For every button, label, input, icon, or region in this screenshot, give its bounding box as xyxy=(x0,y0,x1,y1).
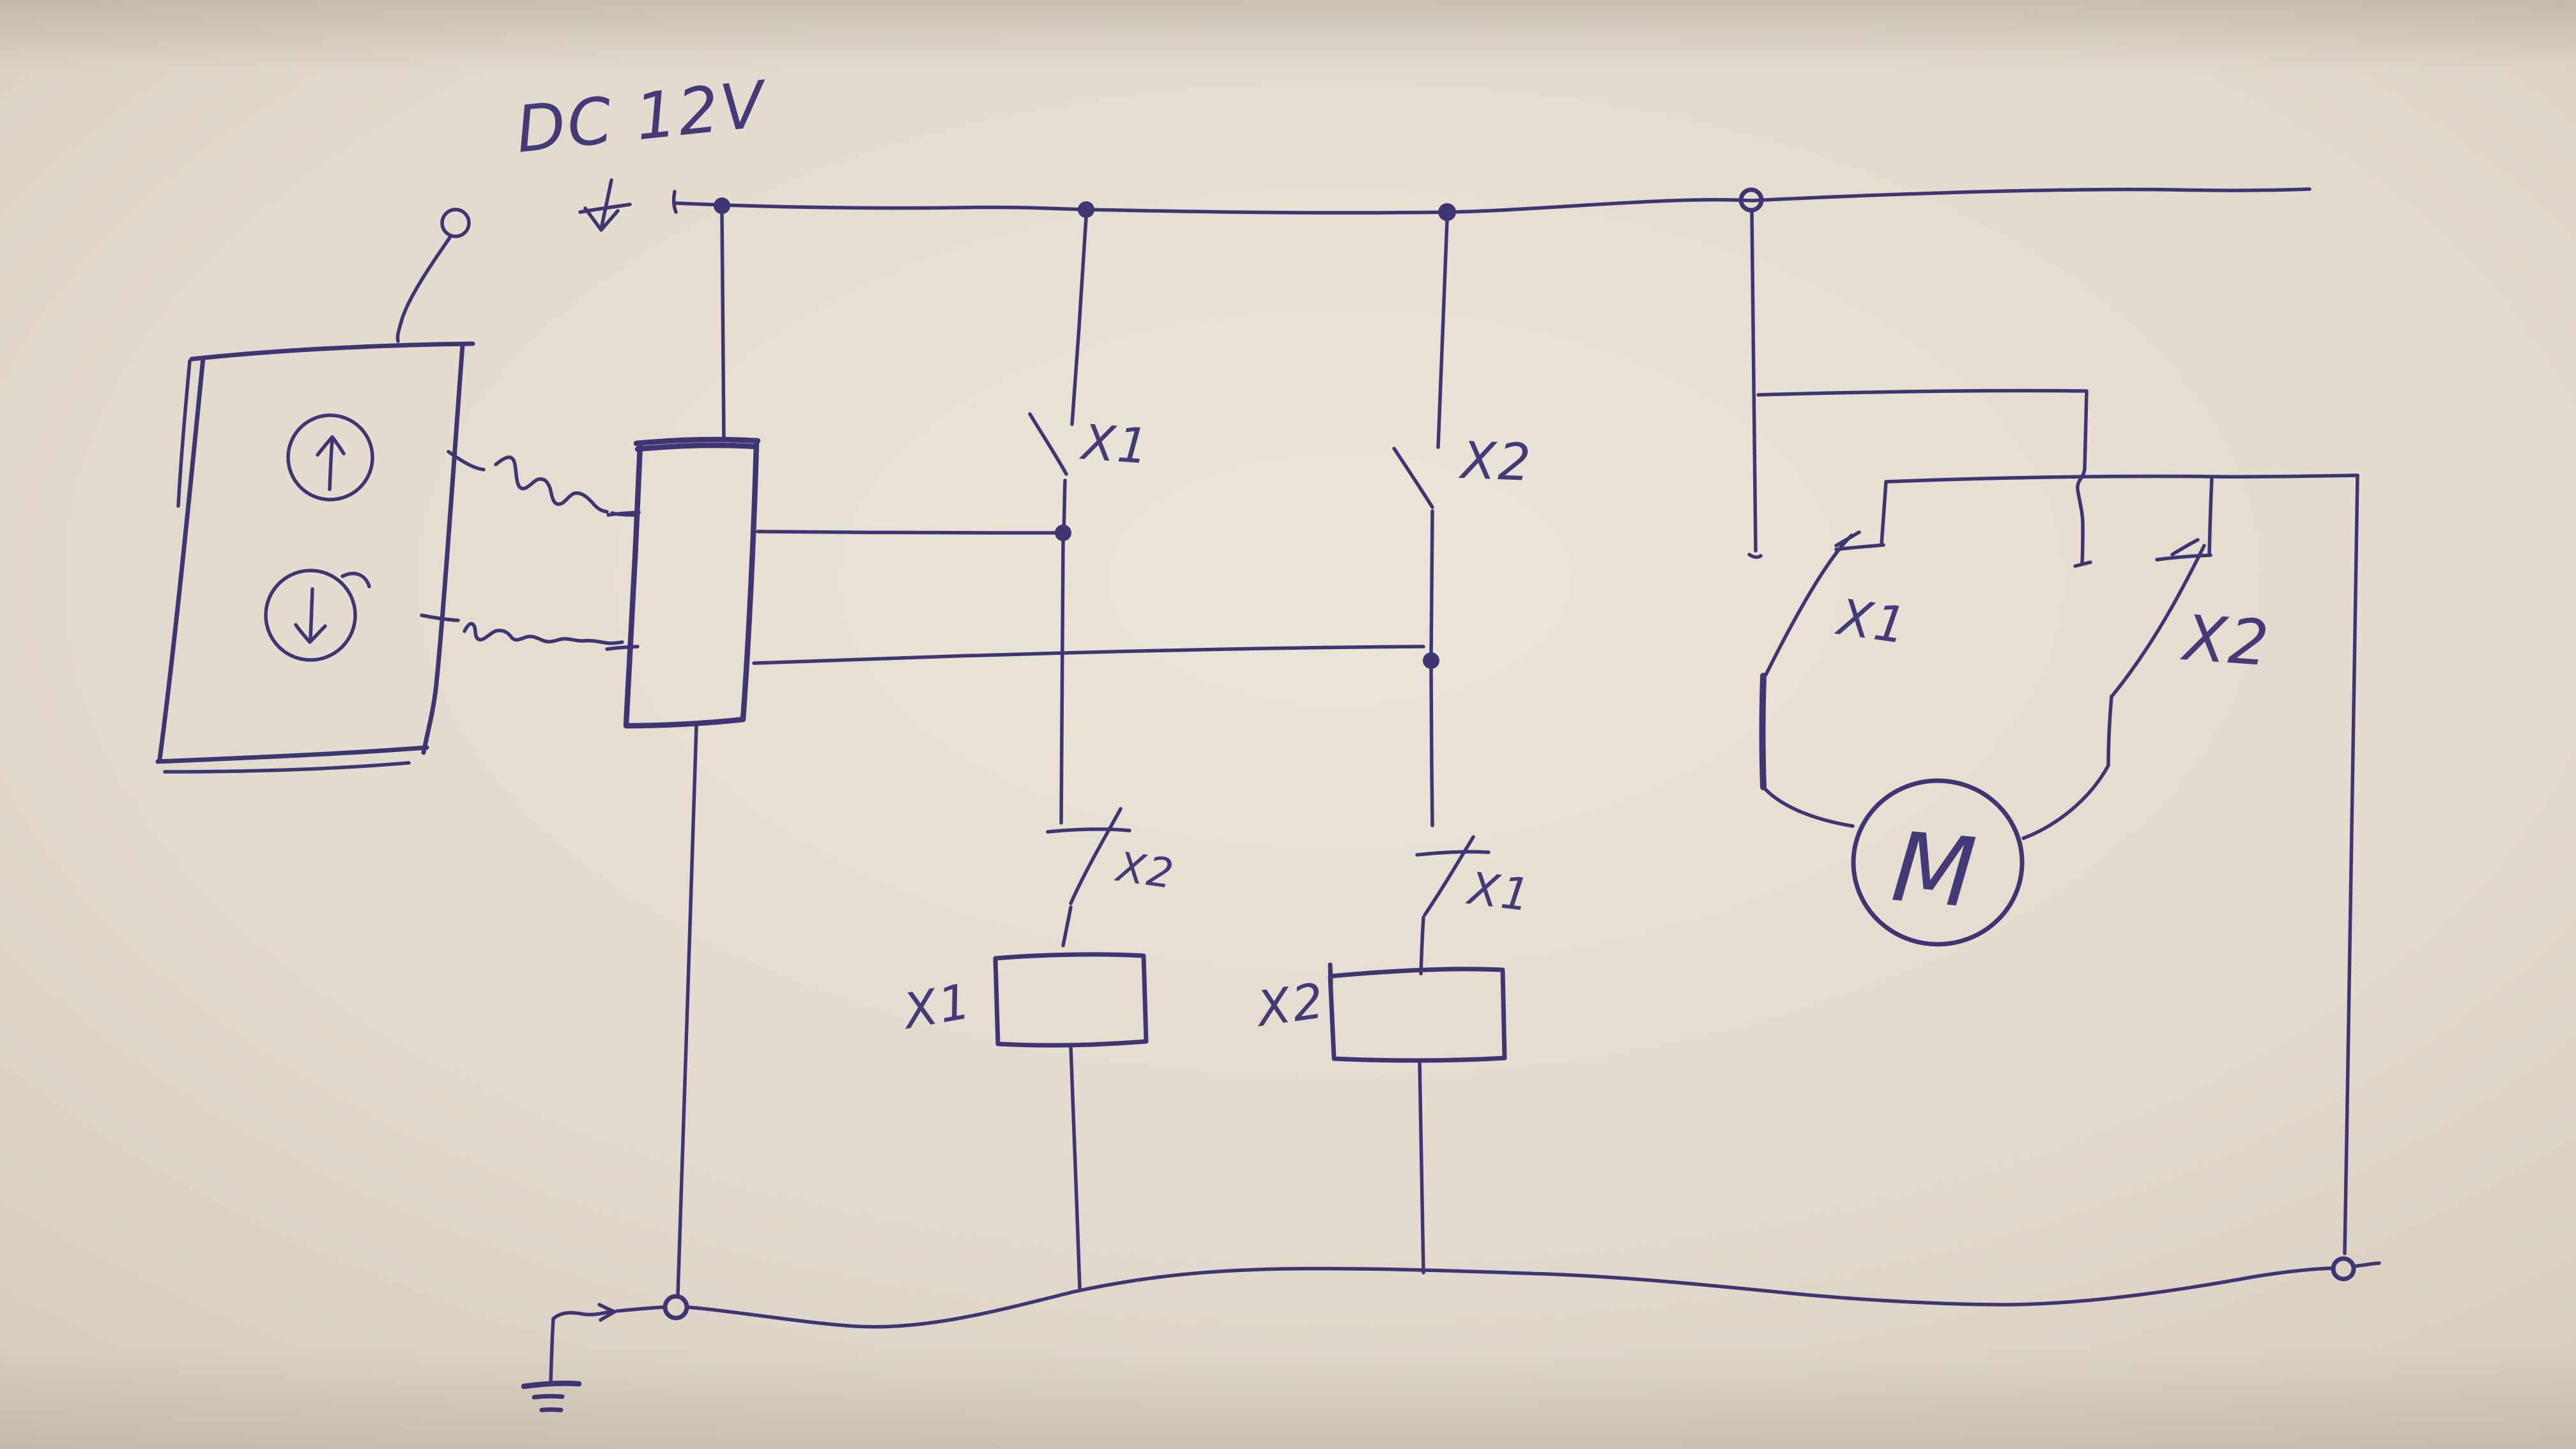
receiver-module xyxy=(605,211,1425,1296)
wireless-squiggle-up-icon xyxy=(447,450,638,517)
branch1-vertical-wire xyxy=(1059,539,1065,825)
motor-contact-x2 xyxy=(2111,476,2214,697)
nc-contact-x2-label: X2 xyxy=(1112,843,1178,898)
antenna-wire xyxy=(395,236,452,343)
nc-to-coil-wire xyxy=(1419,916,1425,976)
coil-x2-down-wire xyxy=(1418,1059,1425,1275)
remote-box xyxy=(155,341,475,764)
junction-ring xyxy=(2331,1256,2356,1282)
coil-x1-down-wire xyxy=(1069,1045,1082,1290)
switch-x1-blade xyxy=(1028,412,1068,476)
wireless-squiggle-down-icon xyxy=(420,613,624,645)
switch-x2-blade xyxy=(1392,447,1434,509)
dc-supply-arrow-icon xyxy=(578,178,632,232)
switch-x2-label: X2 xyxy=(1457,431,1533,493)
junction-dot xyxy=(1055,525,1071,541)
motor-contact-x1-label: X1 xyxy=(1832,588,1911,656)
relay-branch-1: X1 X2 X1 xyxy=(897,215,1178,1290)
coil-x2-label: X2 xyxy=(1251,972,1329,1038)
up-arrow-icon xyxy=(316,435,346,491)
switch-x2-lower-stub xyxy=(1429,509,1434,659)
open-terminal-icon xyxy=(440,208,471,238)
motor-contact-x1 xyxy=(1764,480,1888,677)
remote-control xyxy=(155,341,475,774)
bottom-wire-left xyxy=(615,1305,666,1313)
switch-x1-lower-stub xyxy=(1062,479,1067,532)
bus-wire xyxy=(674,187,2312,215)
switch-x2-upper-wire xyxy=(1436,218,1449,449)
junction-dot xyxy=(1438,203,1456,221)
down-arrow-icon xyxy=(294,587,327,644)
nc-contact-x1-label: X1 xyxy=(1463,862,1535,922)
dc-bus xyxy=(671,187,2312,221)
receiver-out1-wire xyxy=(756,530,1060,535)
nc-contact-x1 xyxy=(1415,835,1491,917)
ground-return xyxy=(521,1266,2334,1413)
right-return-wire xyxy=(2343,473,2359,1255)
nc-contact-x2 xyxy=(1046,807,1131,905)
remote-box-retrace xyxy=(163,359,411,774)
nc-to-coil-wire xyxy=(1061,905,1073,947)
up-button xyxy=(286,413,374,502)
dc-voltage-label: DC 12V xyxy=(512,66,772,167)
junction-dot xyxy=(1078,201,1094,218)
receiver-left-stubs xyxy=(605,510,641,651)
ground-jog-wire xyxy=(551,1310,611,1321)
down-button-overdraw xyxy=(341,572,371,588)
earth-ground-icon xyxy=(521,1317,582,1413)
motor-label: M xyxy=(1888,812,1982,930)
bus-start-tick xyxy=(671,190,678,214)
ground-arrow-tick xyxy=(597,1303,617,1322)
receiver-ground-wire xyxy=(676,724,698,1296)
junction-ring xyxy=(663,1294,689,1321)
upper-link-wire xyxy=(1756,388,2092,568)
switch-x1-label: X1 xyxy=(1078,413,1152,475)
motor-left-wire xyxy=(1761,785,1855,828)
receiver-feed-wire xyxy=(720,211,726,441)
bus-drop-wire xyxy=(1747,209,1763,559)
switch-x1-upper-wire xyxy=(1070,215,1088,426)
receiver-out2-wire xyxy=(752,645,1425,665)
motor-section: X1 X2 M xyxy=(1747,209,2381,1282)
motor-left-wire-heavy xyxy=(1759,673,1767,790)
motor-contact-x2-label: X2 xyxy=(2178,602,2273,681)
coil-x1-label: X1 xyxy=(897,972,976,1041)
coil-x2-box xyxy=(1328,962,1507,1063)
return-end-tick xyxy=(2353,1261,2381,1268)
bottom-wire xyxy=(686,1266,2334,1329)
relay-branch-2: X2 X1 X2 xyxy=(1251,218,1535,1275)
motor-circle xyxy=(1851,778,2025,947)
motor-right-wire xyxy=(2021,694,2113,840)
receiver-box xyxy=(623,436,761,729)
down-button xyxy=(264,569,371,662)
contact-feed-wire xyxy=(1884,473,2359,484)
branch2-vertical-wire xyxy=(1429,667,1434,827)
junction-dot xyxy=(714,197,730,214)
coil-x1-box xyxy=(993,952,1149,1048)
remote-antenna xyxy=(395,208,471,343)
junction-dot xyxy=(1423,652,1439,669)
